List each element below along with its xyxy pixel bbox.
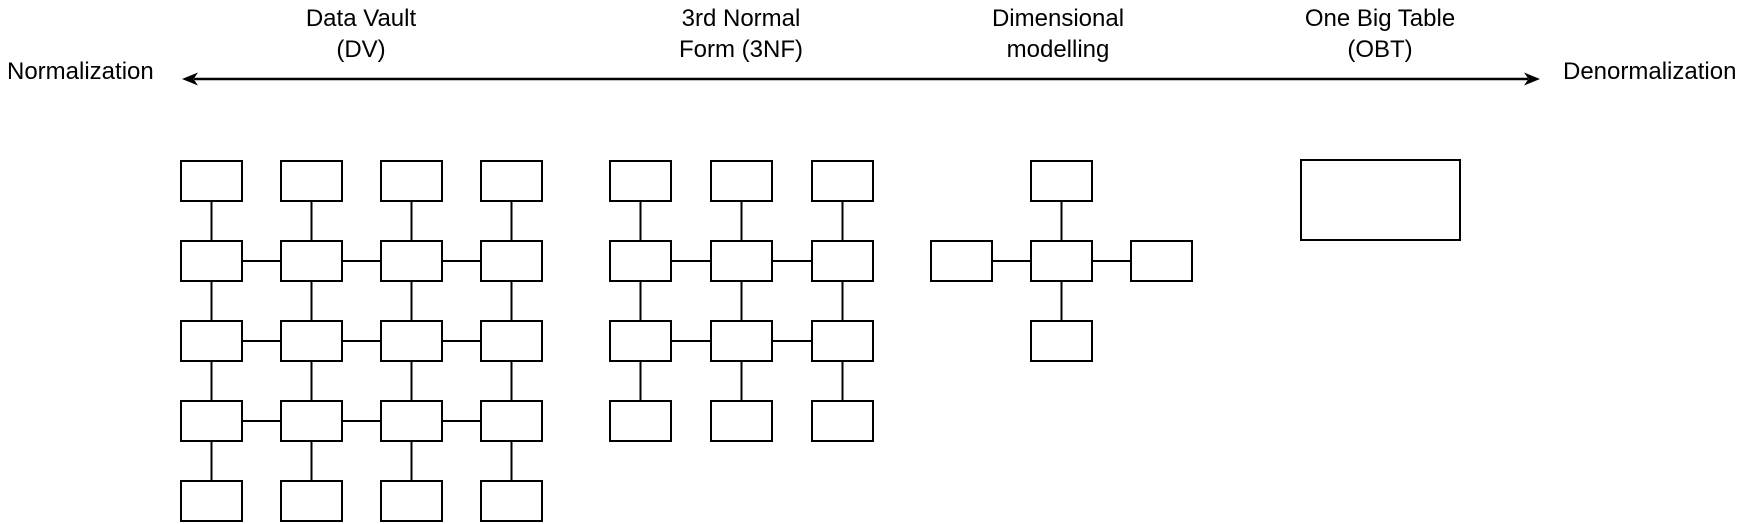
entity-box: [180, 400, 243, 442]
entity-box: [710, 400, 773, 442]
entity-box: [710, 240, 773, 282]
header-3nf-line1: 3rd Normal: [681, 5, 801, 32]
header-data-vault: Data Vault (DV): [306, 3, 416, 65]
header-3nf: 3rd Normal Form (3NF): [679, 3, 803, 65]
entity-box: [811, 240, 874, 282]
model-data-vault: [180, 160, 543, 522]
header-obt-line2: (OBT): [1347, 36, 1413, 63]
entity-box: [811, 400, 874, 442]
header-3nf-line2: Form (3NF): [679, 36, 803, 63]
entity-box: [180, 160, 243, 202]
entity-box: [180, 320, 243, 362]
big-table-box: [1300, 159, 1461, 241]
entity-box: [480, 160, 543, 202]
data-vault-boxes: [180, 160, 543, 522]
header-dimensional: Dimensional modelling: [992, 3, 1124, 65]
entity-box: [609, 160, 672, 202]
entity-box: [280, 320, 343, 362]
header-obt-line1: One Big Table: [1304, 5, 1456, 32]
entity-box: [480, 240, 543, 282]
entity-box: [380, 480, 443, 522]
entity-box: [280, 400, 343, 442]
header-obt: One Big Table (OBT): [1305, 3, 1455, 65]
entity-box: [480, 400, 543, 442]
3nf-boxes: [609, 160, 874, 442]
dimension-box: [930, 240, 993, 282]
header-dimensional-line2: modelling: [1006, 36, 1110, 63]
entity-box: [609, 400, 672, 442]
model-3nf: [609, 160, 874, 442]
entity-box: [811, 160, 874, 202]
dimension-box: [1030, 320, 1093, 362]
entity-box: [380, 240, 443, 282]
entity-box: [180, 480, 243, 522]
entity-box: [180, 240, 243, 282]
entity-box: [609, 240, 672, 282]
entity-box: [280, 240, 343, 282]
arrow-head-left: [182, 72, 198, 86]
3nf-connectors: [639, 181, 844, 421]
header-dimensional-line1: Dimensional: [991, 5, 1125, 32]
entity-box: [480, 480, 543, 522]
entity-box: [280, 160, 343, 202]
entity-box: [609, 320, 672, 362]
entity-box: [380, 400, 443, 442]
model-obt: [1300, 159, 1461, 241]
denormalization-label: Denormalization: [1563, 58, 1737, 85]
dimension-box: [1030, 160, 1093, 202]
arrow-head-right: [1524, 72, 1540, 86]
entity-box: [480, 320, 543, 362]
entity-box: [380, 160, 443, 202]
entity-box: [380, 320, 443, 362]
fact-box: [1030, 240, 1093, 282]
obt-boxes: [1300, 159, 1461, 241]
data-vault-connectors: [210, 181, 513, 501]
normalization-label: Normalization: [7, 58, 154, 85]
header-data-vault-line1: Data Vault: [305, 5, 417, 32]
entity-box: [710, 160, 773, 202]
entity-box: [811, 320, 874, 362]
axis-arrow: [182, 72, 1540, 86]
entity-box: [280, 480, 343, 522]
entity-box: [710, 320, 773, 362]
model-dimensional: [930, 160, 1193, 362]
header-data-vault-line2: (DV): [336, 36, 386, 63]
dimensional-boxes: [930, 160, 1193, 362]
dimension-box: [1130, 240, 1193, 282]
